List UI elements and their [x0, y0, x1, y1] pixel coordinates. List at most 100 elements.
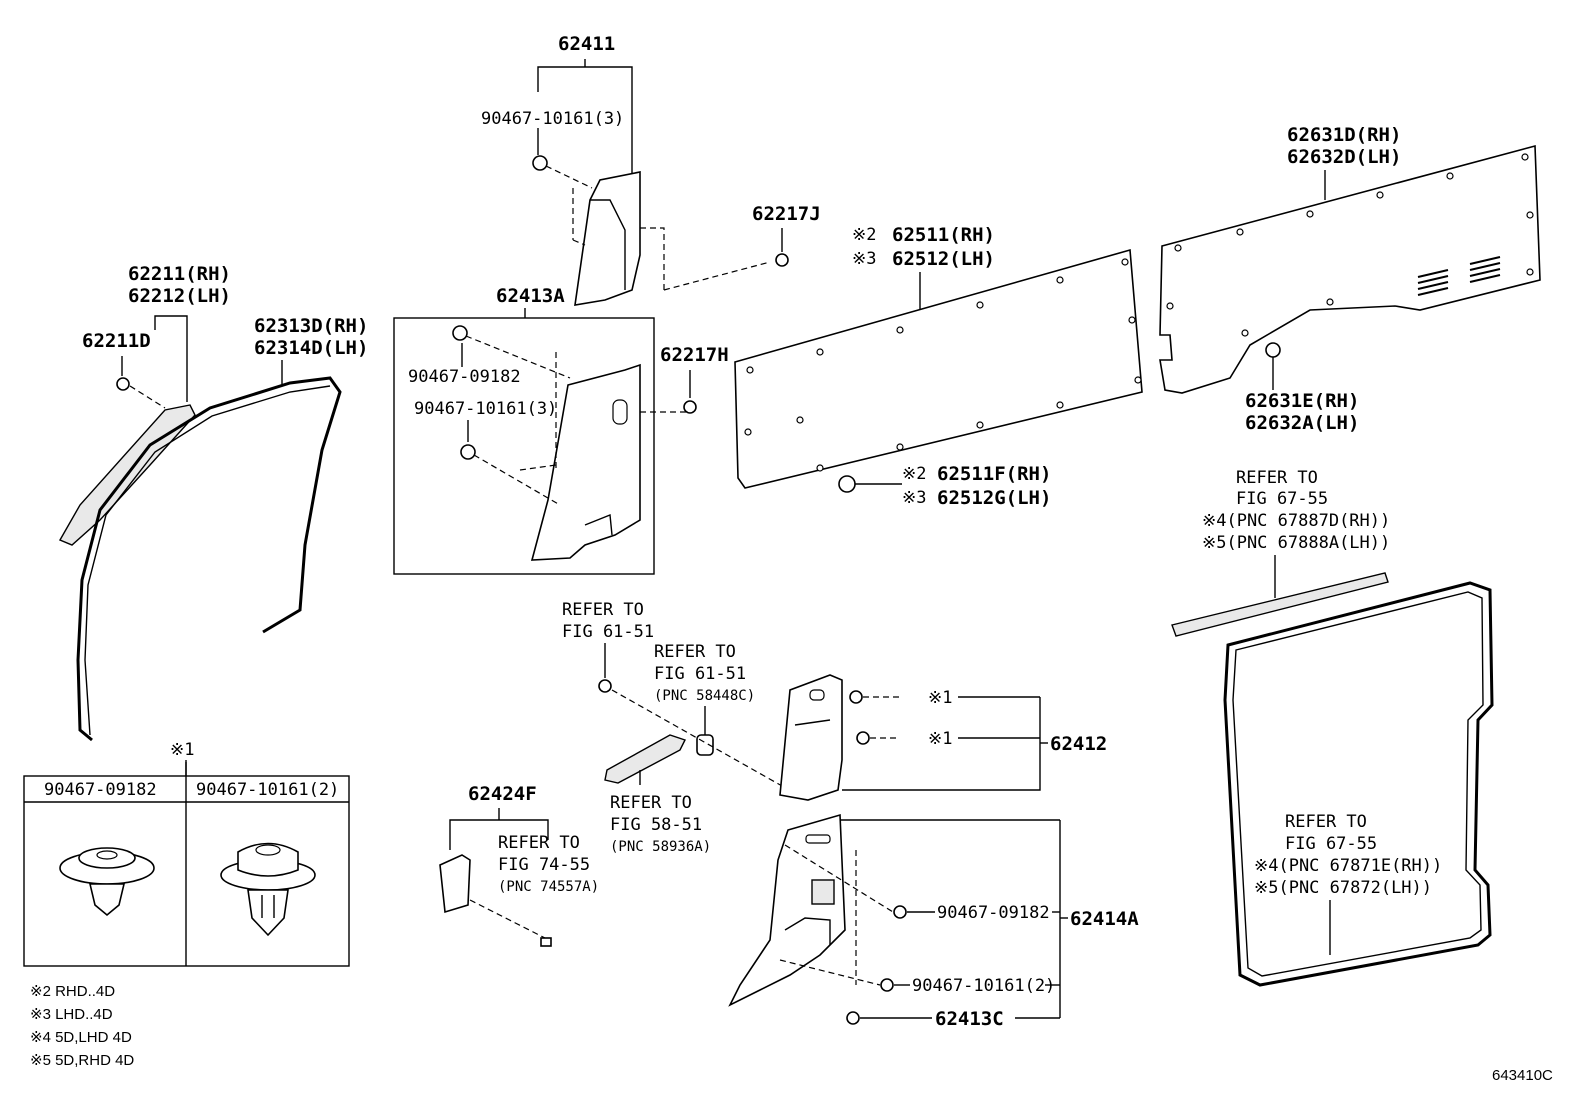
- door-seal-outer: [1223, 581, 1494, 987]
- clip-reference-table: ※1 90467-09182 90467-10161(2): [23, 740, 350, 967]
- label-90467-10161-2: 90467-10161(2): [912, 976, 1055, 996]
- clip-icon: [532, 155, 548, 171]
- label-62212LH: 62212(LH): [128, 285, 231, 307]
- clip-icon: [880, 978, 894, 992]
- ref-67-55-b-line1: REFER TO: [1285, 812, 1367, 832]
- label-62411: 62411: [558, 33, 615, 55]
- label-62217H: 62217H: [660, 344, 729, 366]
- ref-67-55-b-line4: ※5(PNC 67872(LH)): [1254, 878, 1432, 898]
- ref-58-51-line3: (PNC 58936A): [610, 839, 711, 855]
- label-62632ALH: 62632A(LH): [1245, 412, 1359, 434]
- ref-74-55-line2: FIG 74-55: [498, 855, 590, 875]
- panel-holes: [744, 258, 1142, 472]
- ref-61-51-b-line2: FIG 61-51: [654, 664, 746, 684]
- label-62511RH: 62511(RH): [892, 224, 995, 246]
- label-62632DLH: 62632D(LH): [1287, 146, 1401, 168]
- ref-61-51-b-line1: REFER TO: [654, 642, 736, 662]
- label-62414A: 62414A: [1070, 908, 1139, 930]
- label-90467-10161-3-a: 90467-10161(3): [481, 109, 624, 129]
- a-pillar-garnish-62211: 62211(RH) 62212(LH) 62211D: [58, 263, 231, 546]
- lower-garnish-part: [530, 363, 641, 561]
- ref-61-51-a-line2: FIG 61-51: [562, 622, 654, 642]
- lower-pillar-62414A: 90467-09182 62414A 90467-10161(2) 62413C: [728, 813, 1139, 1030]
- ref-74-55-line1: REFER TO: [498, 833, 580, 853]
- label-62512LH: 62512(LH): [892, 248, 995, 270]
- label-62211RH: 62211(RH): [128, 263, 231, 285]
- ref-58-51-line2: FIG 58-51: [610, 815, 702, 835]
- bracket-62424F: 62424F REFER TO FIG 74-55 (PNC 74557A): [439, 783, 599, 947]
- seatbelt-anchor-part: [604, 734, 686, 784]
- weatherstrip-part: [76, 376, 342, 742]
- clip-icon: [540, 937, 552, 947]
- note-mark-3a: ※3: [852, 249, 876, 269]
- bolt-icon: [598, 679, 612, 693]
- bracket-part: [439, 854, 471, 914]
- lower-pillar-part: [728, 813, 846, 1007]
- label-90467-09182-b: 90467-09182: [937, 903, 1050, 923]
- label-90467-10161-3-b: 90467-10161(3): [414, 399, 557, 419]
- quarter-trim-62511: ※2 62511(RH) ※3 62512(LH) ※2 62511F(RH) …: [734, 224, 1143, 509]
- note-mark-2b: ※2: [902, 464, 926, 484]
- label-62631ERH: 62631E(RH): [1245, 390, 1359, 412]
- pillar-garnish-62411: 62411 90467-10161(3): [481, 33, 771, 306]
- table-mark-1: ※1: [170, 740, 194, 760]
- footnote-2: ※2 RHD..4D: [30, 983, 115, 1000]
- ref-67-55-b-line3: ※4(PNC 67871E(RH)): [1254, 856, 1442, 876]
- scuff-strip: [1171, 572, 1389, 637]
- ref-67-55-a-line2: FIG 67-55: [1236, 489, 1328, 509]
- label-62314DLH: 62314D(LH): [254, 337, 368, 359]
- label-62512GLH: 62512G(LH): [937, 487, 1051, 509]
- table-header-1: 90467-09182: [44, 780, 157, 800]
- clip-icon: [856, 731, 870, 745]
- note-mark-1b: ※1: [928, 729, 952, 749]
- quarter-trim-panel: [734, 248, 1143, 489]
- label-62313DRH: 62313D(RH): [254, 315, 368, 337]
- ref-61-51-a-line1: REFER TO: [562, 600, 644, 620]
- label-62631DRH: 62631D(RH): [1287, 124, 1401, 146]
- ref-61-51-b-line3: (PNC 58448C): [654, 688, 755, 704]
- footnote-3: ※3 LHD..4D: [30, 1006, 113, 1023]
- pillar-garnish-62413A: 62413A 90467-09182 90467-10161(3): [393, 285, 688, 575]
- label-90467-09182-a: 90467-09182: [408, 367, 521, 387]
- label-62217J: 62217J: [752, 203, 821, 225]
- label-62511FRH: 62511F(RH): [937, 463, 1051, 485]
- center-pillar-62412: REFER TO FIG 61-51 REFER TO FIG 61-51 (P…: [562, 600, 1107, 801]
- rear-trim-62631D: 62631D(RH) 62632D(LH) 62631E(RH) 62632A(…: [1159, 124, 1541, 434]
- weatherstrip-62313D: 62313D(RH) 62314D(LH): [76, 315, 368, 742]
- clip-icon: [893, 905, 907, 919]
- clip-icon: [116, 377, 130, 391]
- label-62211D: 62211D: [82, 330, 151, 352]
- clip-icon: [849, 690, 863, 704]
- ref-67-55-a-line4: ※5(PNC 67888A(LH)): [1202, 533, 1390, 553]
- footnote-4: ※4 5D,LHD 4D: [30, 1029, 132, 1046]
- upper-garnish-part: [574, 171, 641, 306]
- note-mark-1a: ※1: [928, 688, 952, 708]
- vent-grille-icon: [1417, 256, 1501, 296]
- ref-67-55-b-line2: FIG 67-55: [1285, 834, 1377, 854]
- clip-icon: [775, 253, 789, 267]
- note-mark-3b: ※3: [902, 488, 926, 508]
- clip-icon: [683, 400, 697, 414]
- label-62413A: 62413A: [496, 285, 565, 307]
- label-62412: 62412: [1050, 733, 1107, 755]
- clip-09182-icon: [59, 847, 155, 917]
- note-mark-2a: ※2: [852, 225, 876, 245]
- ref-74-55-line3: (PNC 74557A): [498, 879, 599, 895]
- clip-10161-icon: [220, 842, 316, 937]
- rear-trim-panel: [1159, 144, 1541, 394]
- fastener-icon: [838, 475, 856, 493]
- fastener-icon: [1265, 342, 1281, 358]
- footnotes: ※2 RHD..4D ※3 LHD..4D ※4 5D,LHD 4D ※5 5D…: [30, 983, 134, 1069]
- table-header-2: 90467-10161(2): [196, 780, 339, 800]
- clip-icon: [846, 1011, 860, 1025]
- ref-67-55-a-line3: ※4(PNC 67887D(RH)): [1202, 511, 1390, 531]
- ref-58-51-line1: REFER TO: [610, 793, 692, 813]
- group-box-62413A: [393, 317, 655, 575]
- door-weatherstrip-right: REFER TO FIG 67-55 ※4(PNC 67887D(RH)) ※5…: [1171, 468, 1494, 987]
- ref-67-55-a-line1: REFER TO: [1236, 468, 1318, 488]
- clip-icon: [452, 325, 468, 341]
- label-62413C: 62413C: [935, 1008, 1004, 1030]
- clip-icon: [460, 444, 476, 460]
